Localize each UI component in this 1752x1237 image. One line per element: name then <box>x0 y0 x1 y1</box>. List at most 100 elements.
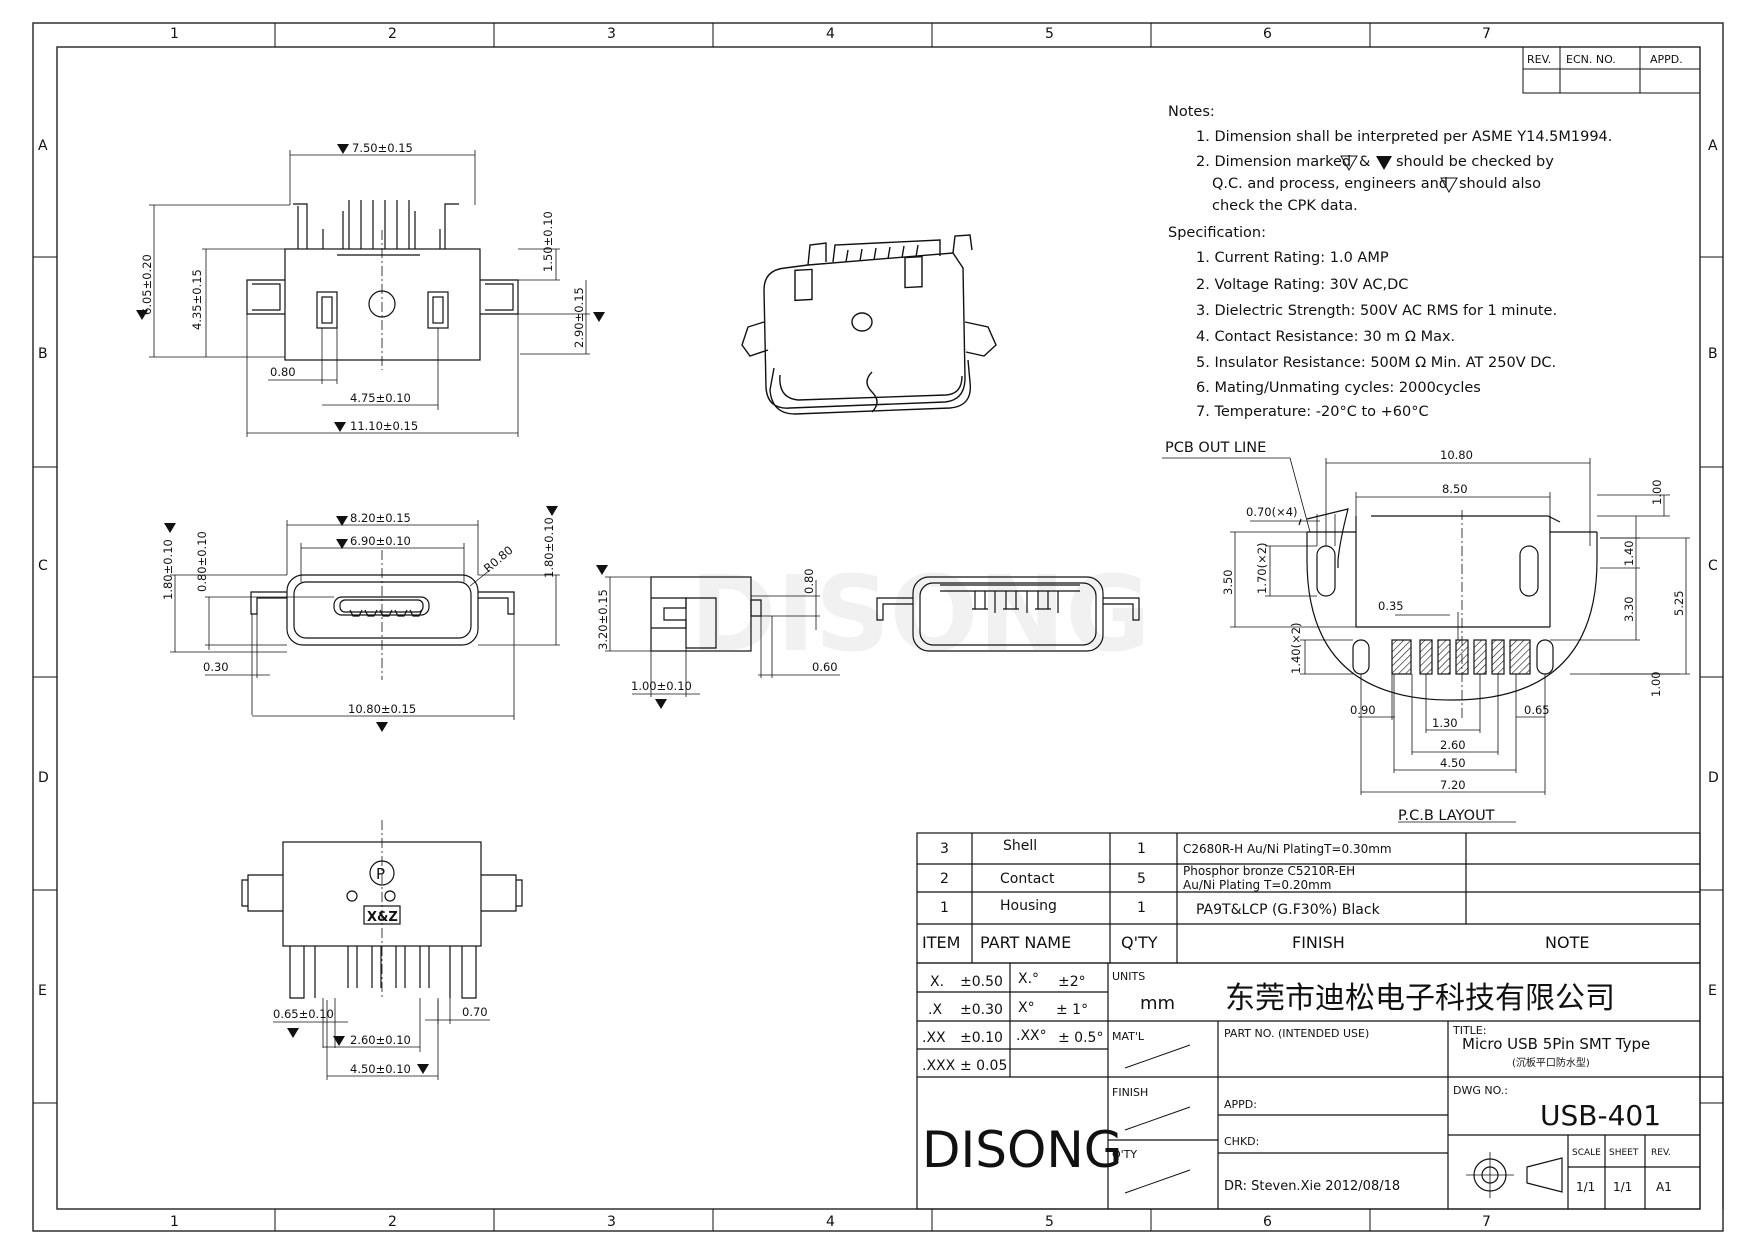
dim-label: 8.20±0.15 <box>350 511 411 525</box>
spec-item: 7. Temperature: -20°C to +60°C <box>1196 404 1429 420</box>
dim-label: 2.60 <box>1440 738 1466 752</box>
watermark: DISONG <box>690 553 1151 675</box>
dim-label: 8.50 <box>1442 482 1468 496</box>
tol-linear-label: .X <box>928 1002 942 1018</box>
note-item: should be checked by <box>1396 154 1554 170</box>
dim-label: 4.75±0.10 <box>350 391 411 405</box>
cpk-triangle-icon <box>1440 177 1458 194</box>
note-item: Q.C. and process, engineers and <box>1212 176 1448 192</box>
bom-part-name: Contact <box>1000 871 1055 887</box>
bom-qty: 1 <box>1137 900 1146 916</box>
qc-triangle-icon <box>546 506 558 516</box>
qc-triangle-icon <box>417 1064 429 1074</box>
side-view <box>596 565 840 709</box>
spec-item: 1. Current Rating: 1.0 AMP <box>1196 250 1389 266</box>
bom-header-note: NOTE <box>1545 933 1589 952</box>
bom-qty: 1 <box>1137 841 1146 857</box>
tol-linear-label: X. <box>930 974 944 990</box>
tol-linear-value: ± 0.05 <box>960 1058 1007 1074</box>
dim-label: 1.40 <box>1622 540 1636 566</box>
dim-label: 0.60 <box>812 660 838 674</box>
bottom-view-dims: P X&Z 0.65±0.10 0.70 2.60±0.10 4.50±0.10 <box>273 865 488 1076</box>
dim-label: 0.80 <box>270 365 296 379</box>
rev-label: REV. <box>1651 1148 1671 1158</box>
qty-label: Q'TY <box>1112 1148 1137 1161</box>
tol-linear-value: ±0.10 <box>960 1030 1003 1046</box>
notes-title: Notes: <box>1168 104 1215 120</box>
dim-label: 1.00 <box>1649 671 1663 697</box>
dim-label: 7.50±0.15 <box>352 141 413 155</box>
spec-item: 4. Contact Resistance: 30 m Ω Max. <box>1196 329 1455 345</box>
units-label: UNITS <box>1112 970 1145 983</box>
dim-label: 1.80±0.10 <box>542 517 556 578</box>
qc-triangle-icon <box>655 699 667 709</box>
ecn-header: ECN. NO. <box>1566 53 1616 66</box>
col-label: 6 <box>1263 26 1272 42</box>
dim-label: 0.35 <box>1378 599 1404 613</box>
tol-linear-value: ±0.50 <box>960 974 1003 990</box>
front-view <box>164 506 560 732</box>
rev-header: REV. <box>1527 53 1551 66</box>
disong-logo: DISONG <box>922 1121 1123 1179</box>
third-angle-projection-icon <box>1466 1152 1563 1198</box>
drawing-subtitle: (沉板平口防水型) <box>1512 1056 1590 1069</box>
note-item: check the CPK data. <box>1212 198 1358 214</box>
chkd-label: CHKD: <box>1224 1135 1259 1148</box>
spec-item: 3. Dielectric Strength: 500V AC RMS for … <box>1196 303 1557 319</box>
rev-value: A1 <box>1656 1180 1672 1194</box>
bom-finish: Phosphor bronze C5210R-EH <box>1183 864 1355 878</box>
title-block-content: X. ±0.50 X.° ±2° .X ±0.30 X° ± 1° .XX ±0… <box>922 970 1672 1194</box>
top-view <box>136 144 605 437</box>
bottom-view <box>241 820 523 1080</box>
spec-title: Specification: <box>1168 225 1266 241</box>
tol-angle-label: .XX° <box>1016 1028 1047 1044</box>
qc-triangle-icon <box>376 722 388 732</box>
bom-table <box>916 832 1701 964</box>
bom-part-name: Housing <box>1000 898 1057 914</box>
dim-label: 1.30 <box>1432 716 1458 730</box>
pcb-layout-label: P.C.B LAYOUT <box>1398 808 1495 824</box>
col-label: 1 <box>170 26 179 42</box>
dim-label: 1.40(×2) <box>1289 622 1303 674</box>
scale-label: SCALE <box>1572 1148 1601 1158</box>
note-item: & <box>1359 154 1370 170</box>
bom-header-item: ITEM <box>922 933 960 952</box>
row-label: B <box>38 346 48 362</box>
col-label: 3 <box>607 1214 616 1230</box>
note-item: 1. Dimension shall be interpreted per AS… <box>1196 129 1612 145</box>
col-label: 4 <box>826 26 835 42</box>
spec-item: 2. Voltage Rating: 30V AC,DC <box>1196 277 1408 293</box>
dim-label: 11.10±0.15 <box>350 419 418 433</box>
qc-triangle-icon <box>1376 156 1392 170</box>
dim-label: 2.90±0.15 <box>572 287 586 348</box>
dim-label: 4.50±0.10 <box>350 1062 411 1076</box>
dim-label: 5.25 <box>1672 590 1686 616</box>
appd-header: APPD. <box>1650 53 1683 66</box>
drawing-title: Micro USB 5Pin SMT Type <box>1462 1035 1650 1053</box>
qc-triangle-icon <box>333 1036 345 1046</box>
bom-item: 2 <box>940 871 949 887</box>
bom-finish: C2680R-H Au/Ni PlatingT=0.30mm <box>1183 842 1392 856</box>
front-view-dims: 8.20±0.15 6.90±0.10 R0.80 1.80±0.10 0.80… <box>161 511 556 716</box>
title-label: TITLE: <box>1452 1024 1486 1037</box>
dim-label: 1.00 <box>1650 479 1664 505</box>
dim-label: 3.20±0.15 <box>596 589 610 650</box>
dim-label: 10.80 <box>1440 448 1473 462</box>
col-label: 6 <box>1263 1214 1272 1230</box>
revision-block: REV. ECN. NO. APPD. <box>1522 46 1701 94</box>
dim-label: 10.80±0.15 <box>348 702 416 716</box>
tol-angle-value: ± 0.5° <box>1058 1030 1103 1046</box>
row-label: B <box>1708 346 1718 362</box>
zone-ticks <box>33 23 1723 1231</box>
row-label: C <box>1708 558 1718 574</box>
dim-label: 3.30 <box>1622 596 1636 622</box>
rear-view <box>876 576 1140 652</box>
dim-label: 7.20 <box>1440 778 1466 792</box>
dim-label: 6.05±0.20 <box>140 254 154 315</box>
bom-item: 3 <box>940 841 949 857</box>
tol-linear-label: .XX <box>922 1030 946 1046</box>
row-label: E <box>1708 983 1717 999</box>
col-label: 7 <box>1482 1214 1491 1230</box>
bom-header-finish: FINISH <box>1292 933 1345 952</box>
tol-angle-label: X° <box>1018 1000 1035 1016</box>
